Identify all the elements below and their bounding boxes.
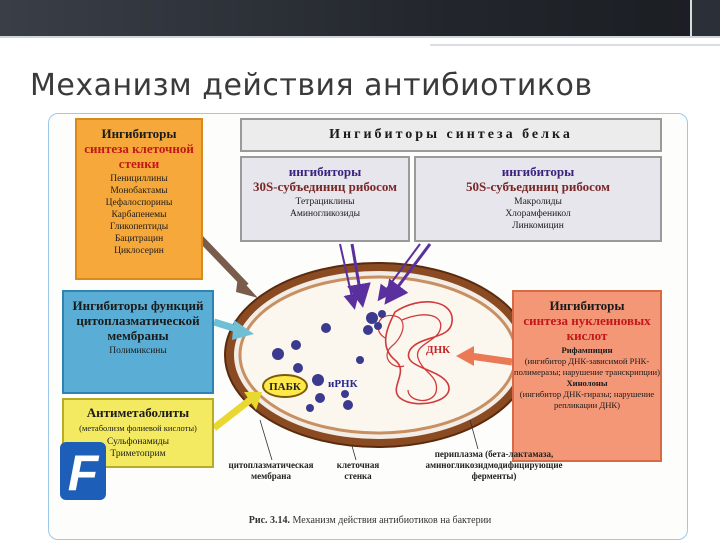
cell-wall-title: Ингибиторы xyxy=(101,126,177,141)
arrow-antimetabolite xyxy=(211,397,253,431)
cell-wall-label: клеточная стенка xyxy=(336,460,380,481)
slide-title: Механизм действия антибиотиков xyxy=(30,68,593,103)
dna-label: ДНК xyxy=(426,344,451,356)
ribosome xyxy=(315,393,325,403)
ribosome xyxy=(378,310,386,318)
inhibitors-30s-box: ингибиторы 30S-субъединиц рибосом Тетрац… xyxy=(240,156,410,242)
ribosome xyxy=(374,322,382,330)
inhibitors-30s-subtitle: 30S-субъединиц рибосом xyxy=(252,179,398,194)
cell-wall-subtitle: синтеза клеточной стенки xyxy=(84,141,194,171)
pabk-label: ПАБК xyxy=(262,374,308,398)
slide-rule-accent xyxy=(430,44,720,46)
arrow-nucleic xyxy=(469,352,513,366)
nucleic-subtitle: синтеза нуклеиновых кислот xyxy=(523,313,651,343)
cell-wall-inhibitors-box: Ингибиторы синтеза клеточной стенки Пени… xyxy=(75,118,203,280)
ribosome xyxy=(321,323,331,333)
list-item: (ингибитор ДНК-гиразы; нарушение реплика… xyxy=(519,389,655,410)
figure-caption-text: Механизм действия антибиотиков на бактер… xyxy=(292,515,492,526)
ribosome xyxy=(293,363,303,373)
arrow-50s-1 xyxy=(384,243,432,305)
arrow-30s-1 xyxy=(347,243,371,308)
nucleic-list: Рифампицин (ингибитор ДНК-зависимой РНК-… xyxy=(514,345,660,411)
list-item: Линкомицин xyxy=(512,221,564,231)
ribosome xyxy=(291,340,301,350)
arrow-cell-wall-head xyxy=(236,276,258,298)
ribosome xyxy=(341,390,349,398)
inhibitors-30s-list: Тетрациклины Аминогликозиды xyxy=(242,196,408,220)
list-item: Монобактамы xyxy=(110,186,168,196)
list-item: (ингибитор ДНК-зависимой РНК-полимеразы;… xyxy=(514,356,660,377)
inhibitors-30s-title: ингибиторы xyxy=(288,164,362,179)
list-item: Бацитрацин xyxy=(114,234,164,244)
slide-top-bar-edge xyxy=(690,0,720,36)
ribosome xyxy=(272,348,284,360)
list-item: Макролиды xyxy=(514,197,562,207)
arrow-membrane-head xyxy=(232,320,254,340)
ribosome xyxy=(343,400,353,410)
ribosome xyxy=(366,312,378,324)
arrow-antimetabolite-head xyxy=(244,392,262,410)
arrow-30s-2 xyxy=(339,243,360,310)
list-item: Хинолоны xyxy=(566,378,608,388)
membrane-inhibitors-box: Ингибиторы функций цитоплазматической ме… xyxy=(62,290,214,394)
nucleic-title: Ингибиторы xyxy=(549,298,625,313)
ribosome xyxy=(363,325,373,335)
periplasm-label: периплазма (бета-лактамаза, аминогликози… xyxy=(425,449,563,481)
list-item: Карбапенемы xyxy=(111,210,167,220)
mrna-label: иРНК xyxy=(328,378,358,390)
list-item: Полимиксины xyxy=(109,346,167,356)
inhibitors-50s-list: Макролиды Хлорамфеникол Линкомицин xyxy=(416,196,660,232)
list-item: Циклосерин xyxy=(114,246,164,256)
antimetabolites-title: Антиметаболиты xyxy=(86,405,190,420)
list-item: Тетрациклины xyxy=(295,197,355,207)
protein-synthesis-title: Ингибиторы синтеза белка xyxy=(329,127,573,142)
antimetabolites-list: Сульфонамиды Триметоприм xyxy=(64,436,212,460)
list-item: Сульфонамиды xyxy=(106,437,170,447)
arrow-50s-2 xyxy=(377,243,421,302)
leader-membrane xyxy=(259,419,273,461)
protein-synthesis-header: Ингибиторы синтеза белка xyxy=(240,118,662,152)
slide-rule xyxy=(0,36,720,38)
figure-number: Рис. 3.14. xyxy=(248,515,291,526)
slide-top-bar xyxy=(0,0,720,36)
list-item: Триметоприм xyxy=(110,449,166,459)
logo-letter: F xyxy=(68,445,100,501)
ribosome xyxy=(306,404,314,412)
inhibitors-50s-subtitle: 50S-субъединиц рибосом xyxy=(465,179,611,194)
list-item: Рифампицин xyxy=(561,345,613,355)
inhibitors-50s-box: ингибиторы 50S-субъединиц рибосом Макрол… xyxy=(414,156,662,242)
ribosome xyxy=(312,374,324,386)
nucleic-acid-inhibitors-box: Ингибиторы синтеза нуклеиновых кислот Ри… xyxy=(512,290,662,462)
ribosome-group xyxy=(272,310,386,412)
antimetabolites-note: (метаболизм фолиевой кислоты) xyxy=(79,423,197,433)
ribosome xyxy=(356,356,364,364)
leader-periplasm xyxy=(469,419,479,450)
membrane-title: Ингибиторы функций xyxy=(72,298,204,313)
f-logo-icon: F xyxy=(60,442,106,501)
leader-cell-wall xyxy=(351,445,357,461)
list-item: Хлорамфеникол xyxy=(505,209,571,219)
dna-strand xyxy=(384,301,453,405)
list-item: Аминогликозиды xyxy=(290,209,360,219)
membrane-list: Полимиксины xyxy=(64,345,212,357)
cell-wall-list: Пенициллины Монобактамы Цефалоспорины Ка… xyxy=(77,173,201,257)
arrow-nucleic-head xyxy=(456,346,474,366)
list-item: Пенициллины xyxy=(110,174,168,184)
figure-caption: Рис. 3.14. Механизм действия антибиотико… xyxy=(150,515,590,526)
list-item: Гликопептиды xyxy=(109,222,169,232)
cytoplasmic-membrane-label: цитоплазматическая мембрана xyxy=(228,460,314,481)
inhibitors-50s-title: ингибиторы xyxy=(501,164,575,179)
membrane-subtitle: цитоплазматической мембраны xyxy=(76,313,200,343)
list-item: Цефалоспорины xyxy=(105,198,173,208)
dna-strand-2 xyxy=(401,314,442,402)
